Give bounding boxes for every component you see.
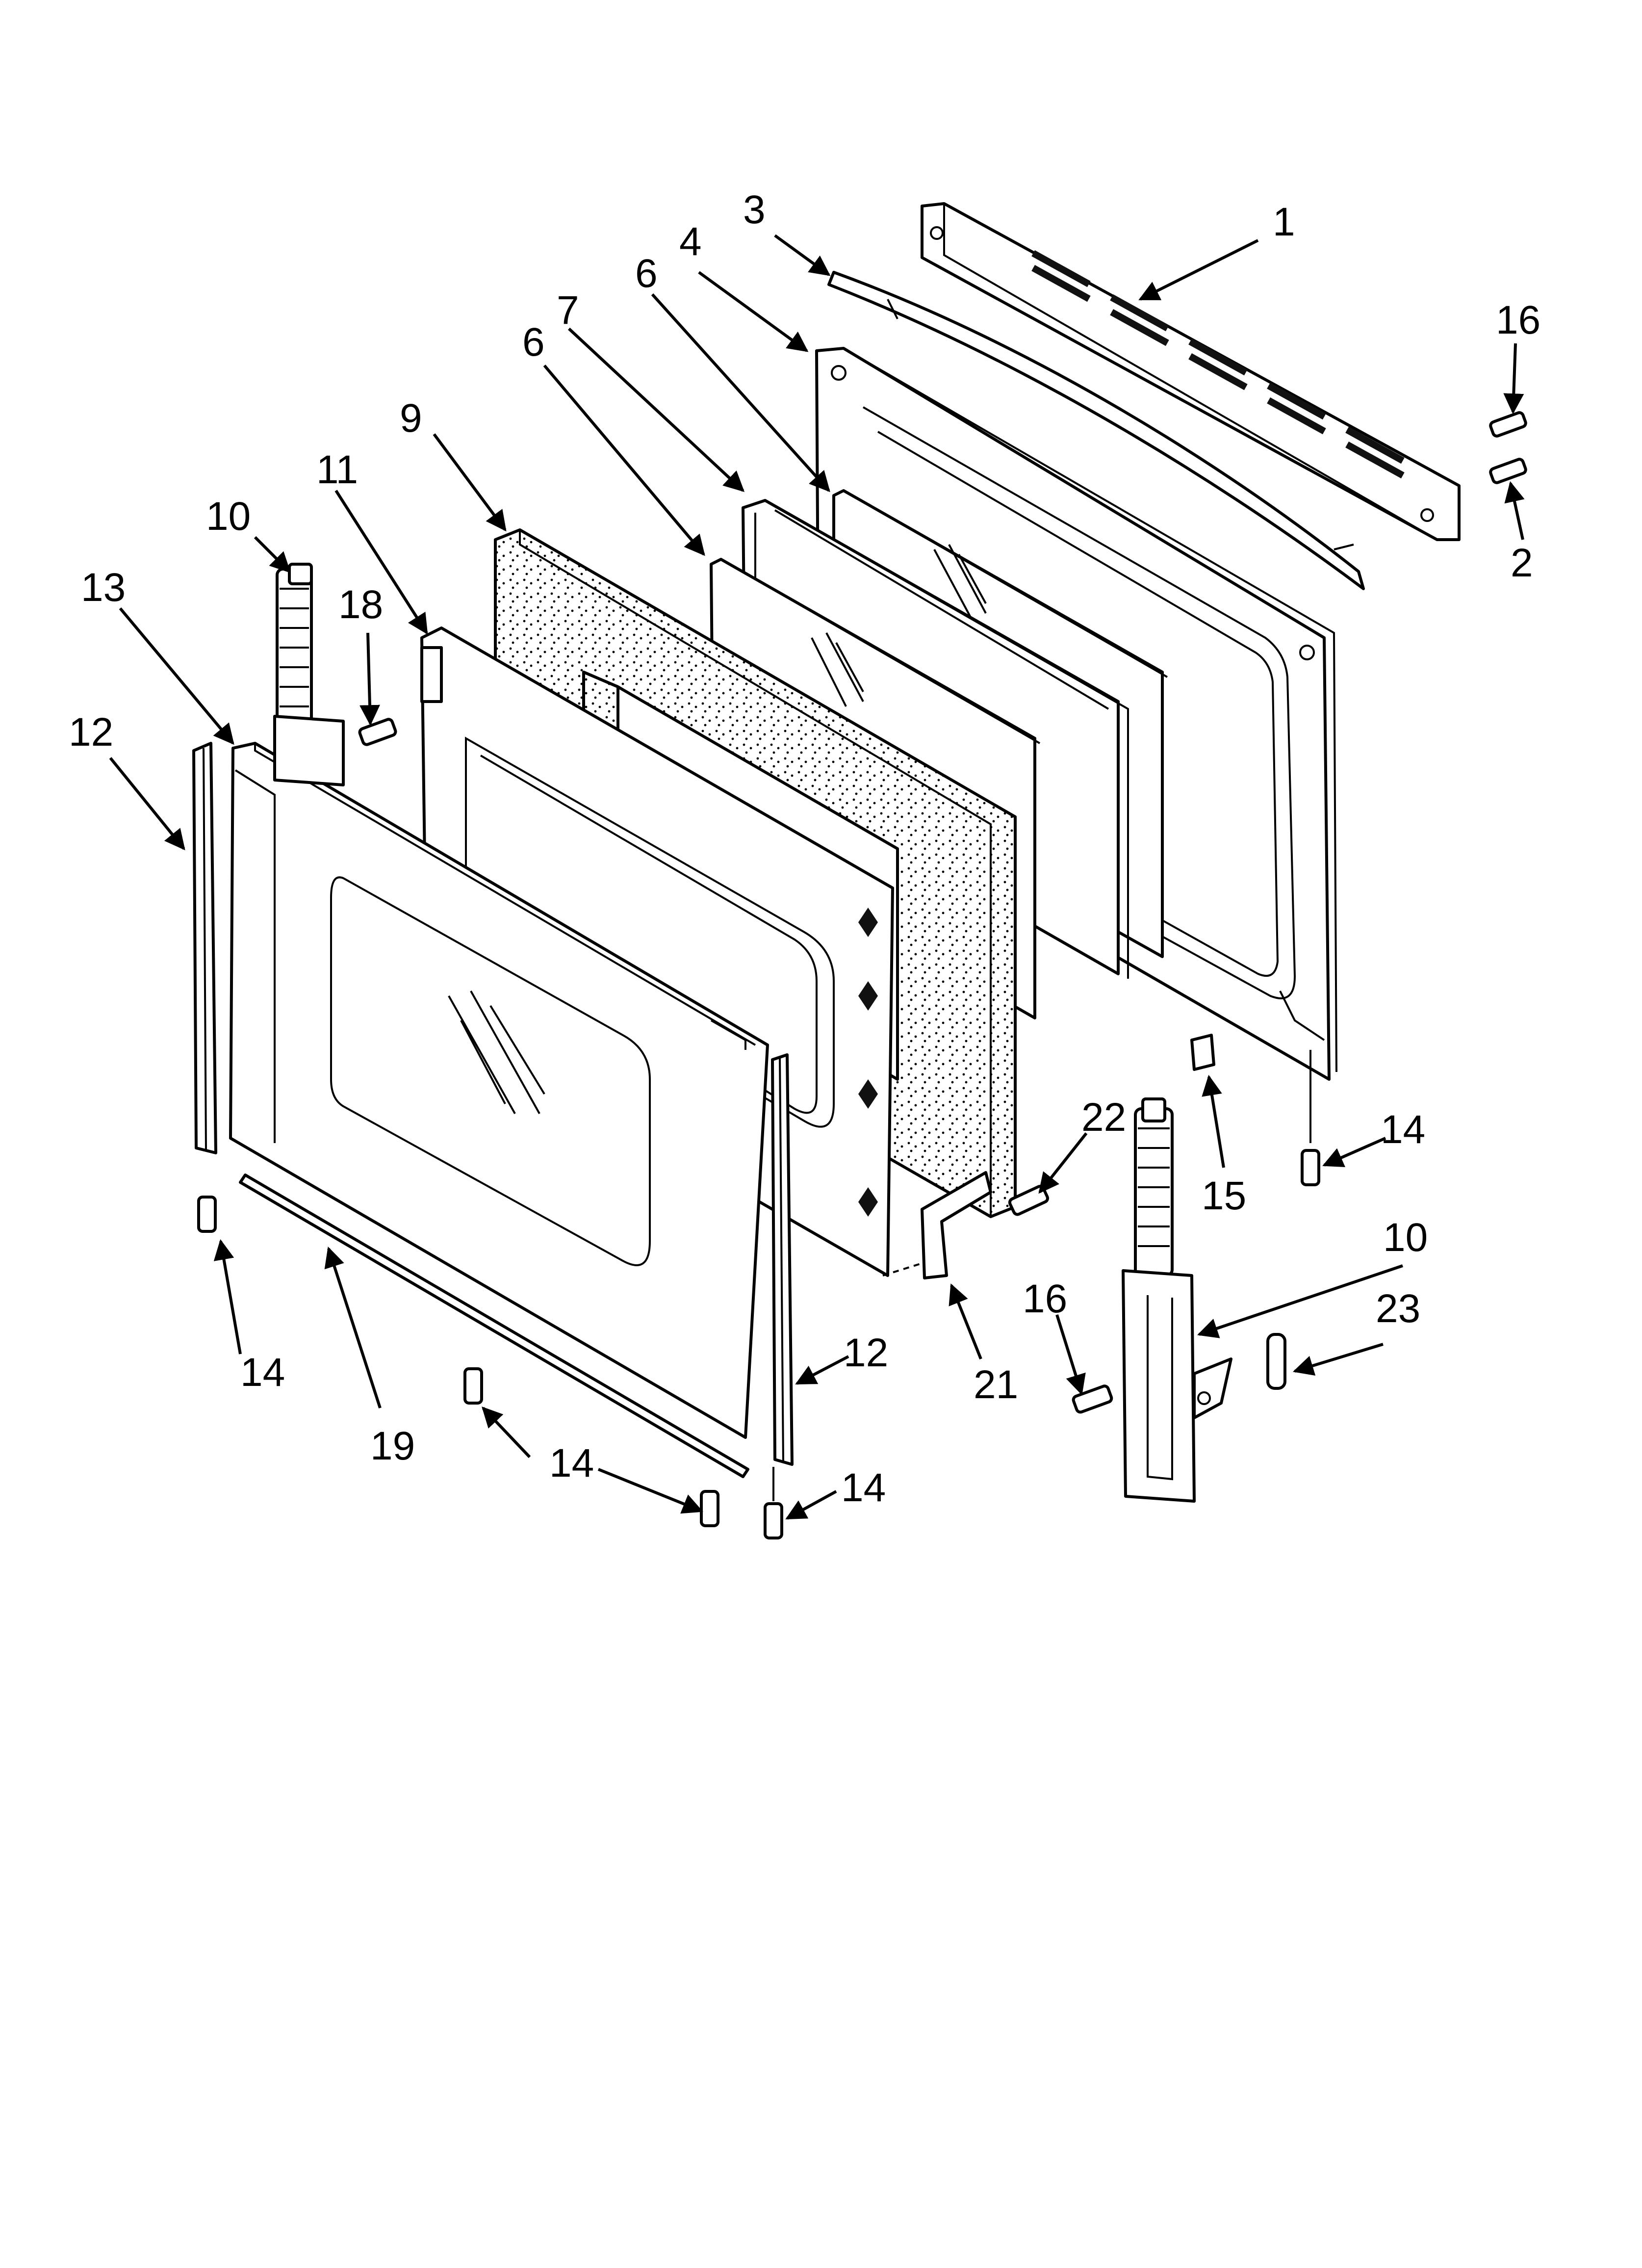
screw-14-c: [700, 1490, 719, 1527]
callout-16-a: 16: [1496, 298, 1540, 342]
callout-9: 9: [400, 396, 422, 441]
callout-14-c: 14: [841, 1465, 886, 1510]
callout-19: 19: [370, 1424, 415, 1468]
vent-trim-bar: [921, 202, 1461, 541]
callout-10-a: 10: [206, 494, 251, 539]
callout-21: 21: [974, 1362, 1018, 1407]
callout-4: 4: [679, 219, 702, 264]
clip-15: [1190, 1034, 1215, 1071]
screw-14-b: [463, 1367, 483, 1405]
bracket-21: [882, 1171, 992, 1279]
callout-16-b: 16: [1023, 1277, 1067, 1321]
left-side-trim: [192, 742, 217, 1154]
callout-14-b: 14: [549, 1441, 594, 1486]
callout-12-b: 12: [844, 1330, 888, 1375]
callout-7: 7: [557, 288, 579, 333]
screw-18: [358, 718, 397, 746]
screw-14-a: [197, 1196, 217, 1233]
part-23: [1266, 1333, 1286, 1390]
screw-16-top: [1489, 411, 1527, 438]
screw-16-bottom: [1072, 1384, 1113, 1414]
callout-14-a: 14: [240, 1350, 285, 1395]
callout-labels: 1 2 3 4 6 6 7 9 10 10 11 12 12 13 14 14 …: [69, 187, 1540, 1510]
callout-11: 11: [316, 447, 358, 492]
leader-lines: [109, 234, 1525, 1520]
screw-14-d: [764, 1502, 783, 1539]
left-hinge: [273, 563, 345, 786]
callout-6-a: 6: [635, 251, 658, 296]
door-handle: [827, 271, 1365, 590]
callout-10-b: 10: [1383, 1215, 1428, 1260]
callout-1: 1: [1273, 200, 1295, 244]
screw-14-e: [1301, 1149, 1320, 1186]
screw-2: [1489, 458, 1527, 484]
callout-14-d: 14: [1381, 1107, 1425, 1152]
callout-15: 15: [1202, 1173, 1246, 1218]
callout-13: 13: [81, 565, 126, 610]
callout-12-a: 12: [69, 710, 113, 755]
callout-6-b: 6: [522, 320, 545, 365]
callout-3: 3: [743, 187, 766, 232]
bottom-trim: [239, 1173, 749, 1478]
outer-door: [229, 742, 769, 1439]
right-side-trim: [771, 1053, 794, 1466]
callout-22: 22: [1081, 1095, 1126, 1140]
callout-2: 2: [1511, 541, 1533, 585]
callout-18: 18: [338, 582, 383, 627]
callout-23: 23: [1376, 1286, 1420, 1331]
right-hinge: [1122, 1097, 1232, 1503]
